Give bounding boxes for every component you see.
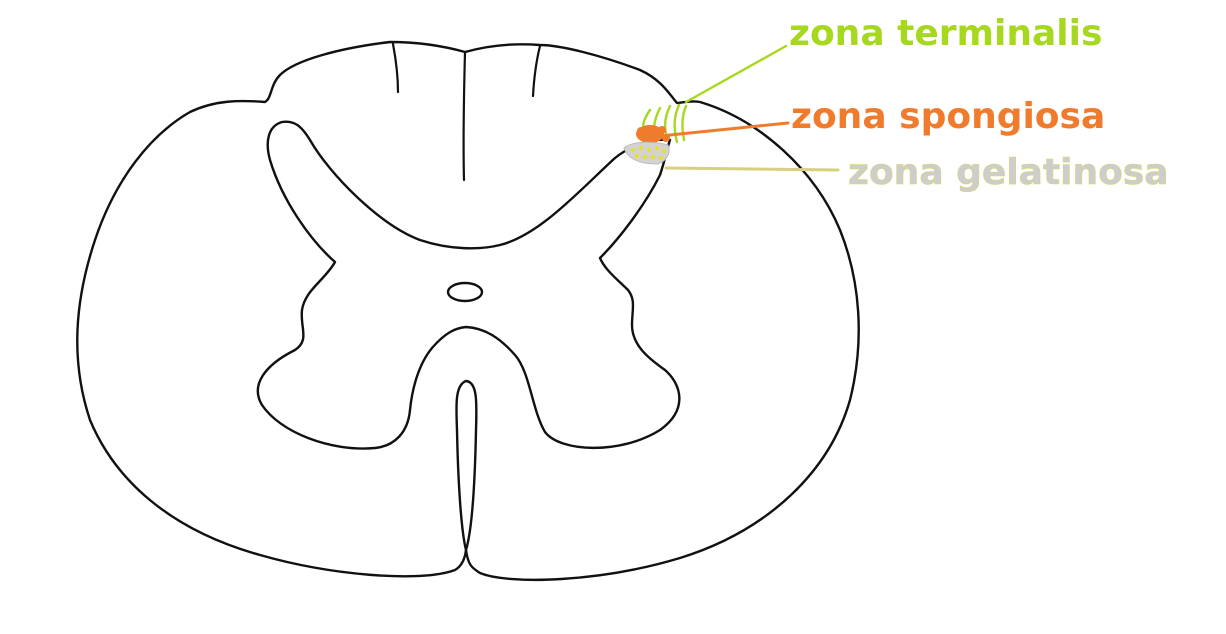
left-sulcus-line	[391, 42, 400, 94]
posterior-fissure	[455, 379, 478, 552]
zona-terminalis-label: zona terminalis	[789, 13, 1102, 54]
zona-gelatinosa-region	[623, 141, 670, 165]
terminalis-leader-line	[684, 44, 788, 104]
zona-gelatinosa-label: zona gelatinosa	[848, 152, 1169, 193]
central-canal	[446, 281, 484, 303]
right-sulcus-line	[531, 44, 542, 98]
spongiosa-leader-line	[658, 121, 790, 138]
zona-spongiosa-label: zona spongiosa	[791, 96, 1105, 137]
median-fissure-line	[462, 50, 467, 182]
gelatinosa-leader-line	[664, 166, 840, 172]
